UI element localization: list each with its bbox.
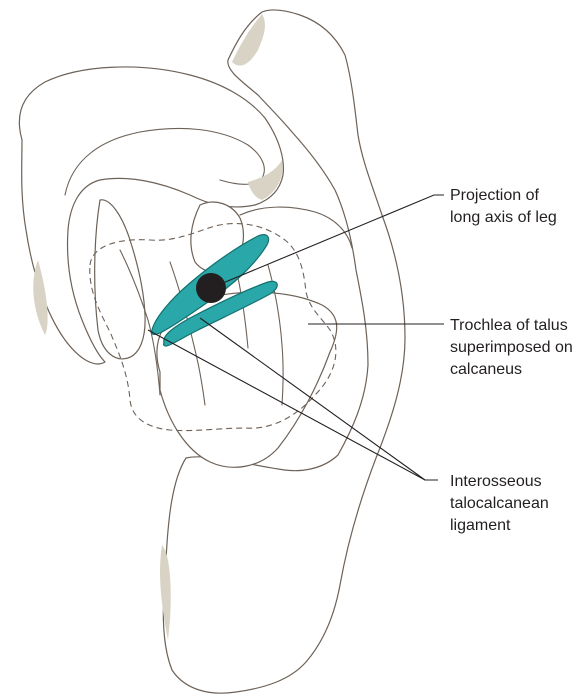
label-projection-line2: long axis of leg bbox=[450, 208, 557, 228]
label-interosseous-line2: talocalcanean bbox=[450, 494, 549, 514]
label-trochlea-line2: superimposed on bbox=[450, 338, 573, 358]
label-trochlea-line3: calcaneus bbox=[450, 360, 522, 380]
label-trochlea-line1: Trochlea of talus bbox=[450, 316, 568, 336]
leader-projection bbox=[211, 195, 444, 288]
label-interosseous-line1: Interosseous bbox=[450, 472, 542, 492]
label-interosseous-line3: ligament bbox=[450, 516, 510, 536]
label-projection-line1: Projection of bbox=[450, 186, 539, 206]
